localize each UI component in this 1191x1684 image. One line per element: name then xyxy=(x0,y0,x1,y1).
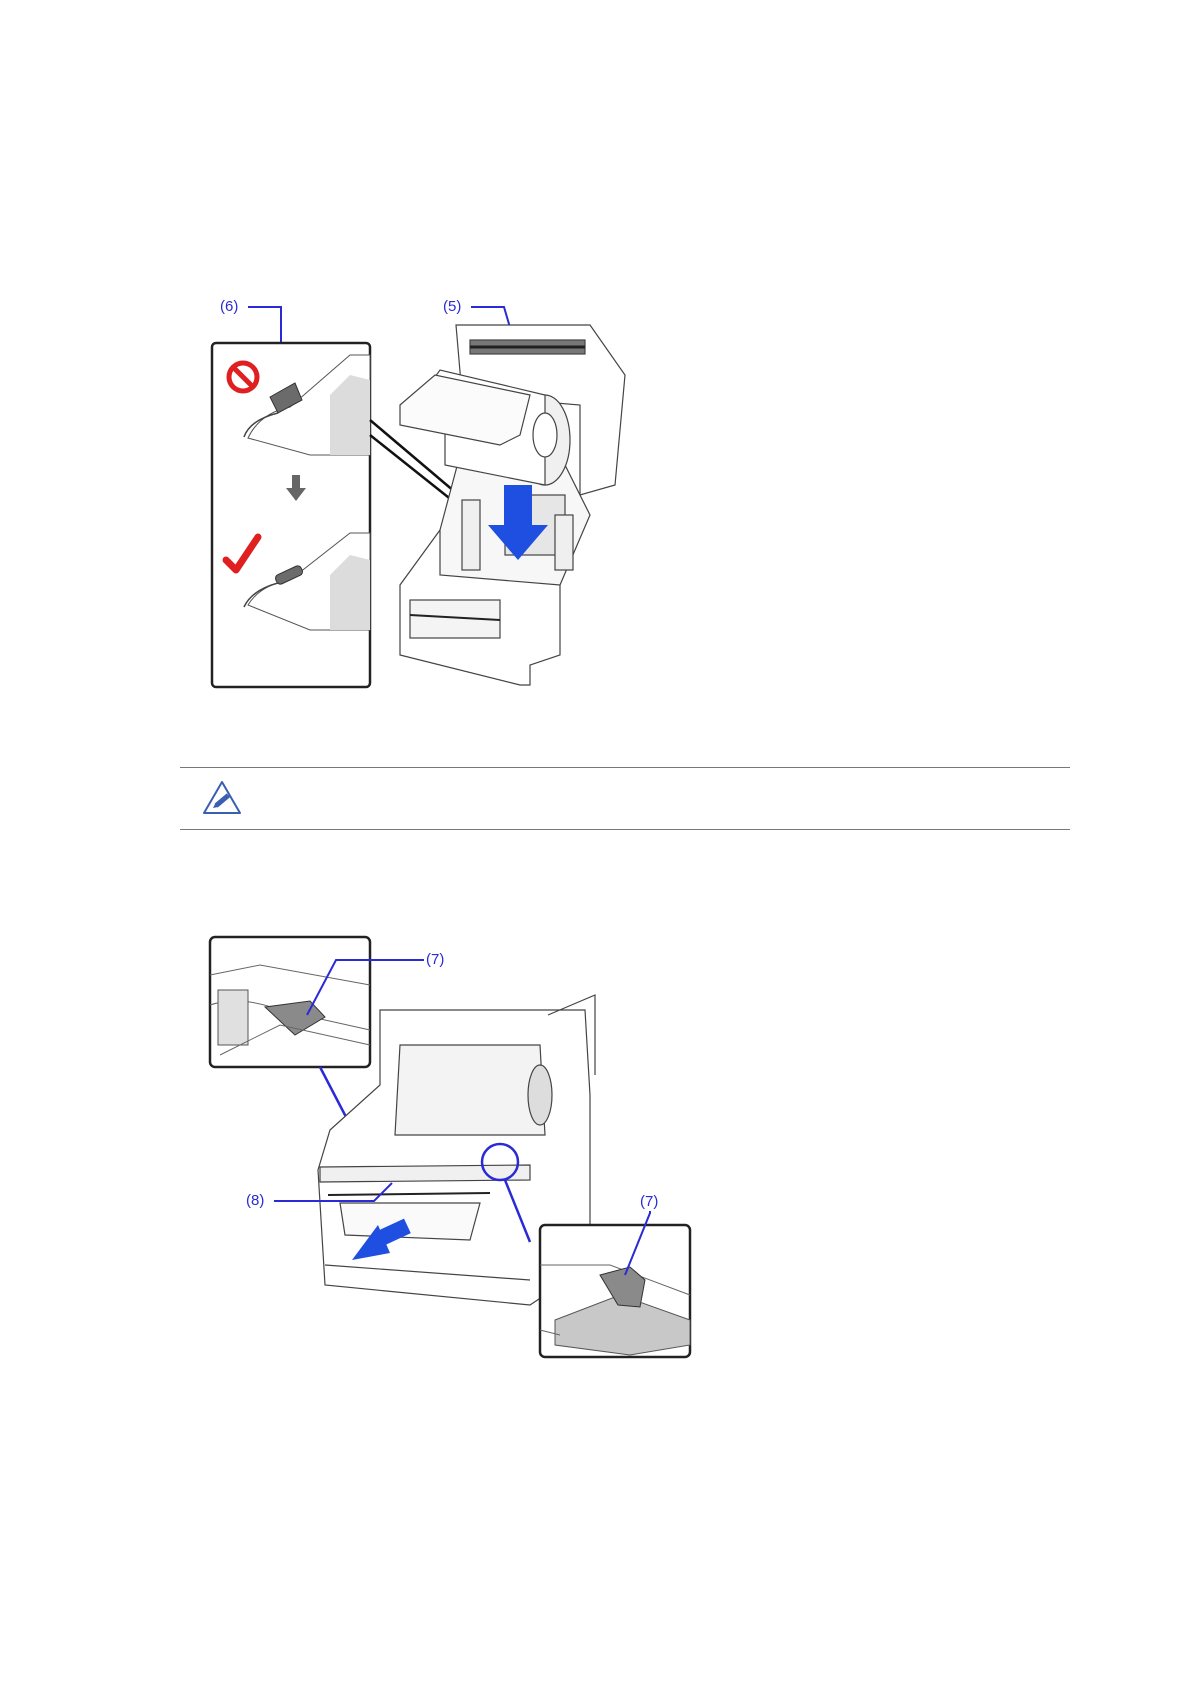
note xyxy=(180,768,1070,828)
figure-load-media: (6) (5) xyxy=(200,285,700,745)
inset-guide-position xyxy=(212,343,370,687)
note-bottom-rule xyxy=(180,829,1070,830)
pencil-note-icon xyxy=(202,780,242,816)
callout-7-top: (7) xyxy=(426,951,444,968)
callout-7-bottom: (7) xyxy=(640,1193,658,1210)
callout-6: (6) xyxy=(220,298,238,315)
callout-8: (8) xyxy=(246,1192,264,1209)
inset-lever-left xyxy=(210,937,370,1067)
figure-media-output: (7) (8) (7) xyxy=(200,935,700,1370)
callout-5: (5) xyxy=(443,298,461,315)
inset-lever-right xyxy=(540,1225,690,1357)
